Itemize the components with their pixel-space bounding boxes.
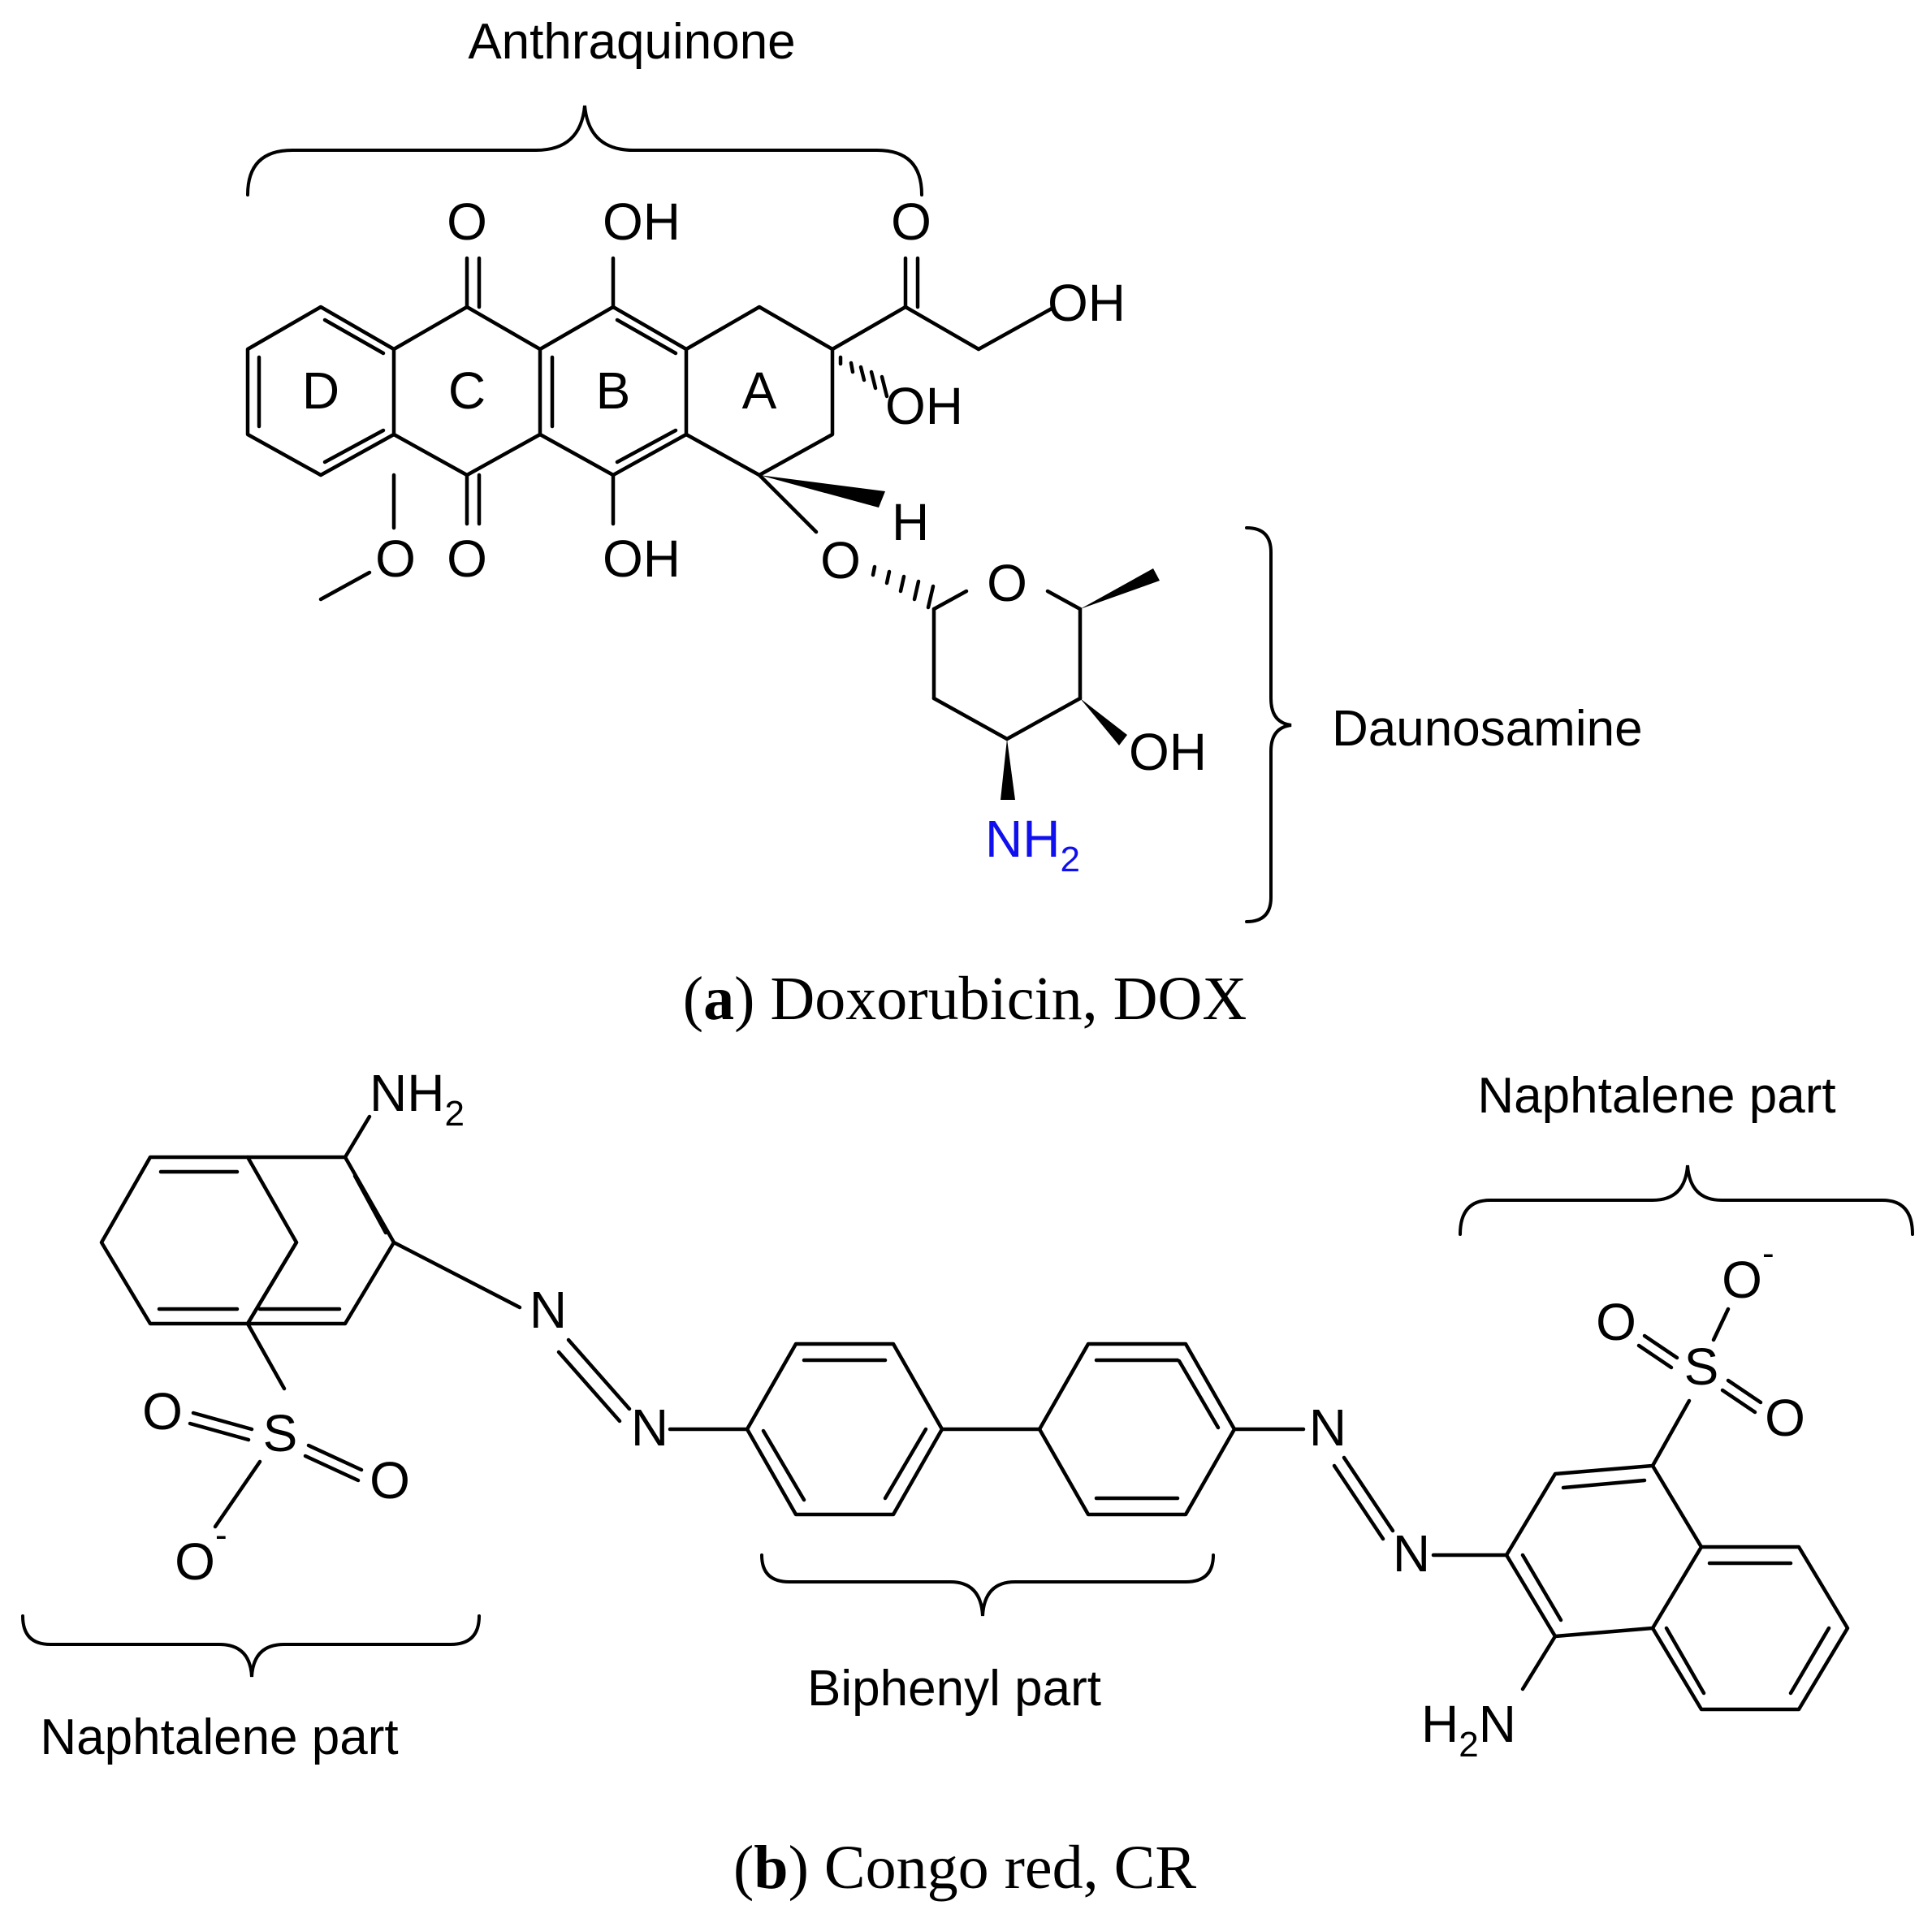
naphthalene-label-left: Naphtalene part — [40, 1709, 398, 1765]
atom-o-sugar-ring: O — [987, 554, 1027, 612]
caption-b: (b) Congo red, CR — [733, 1834, 1196, 1902]
wedge-oh — [1080, 698, 1127, 745]
anthraquinone-brace — [246, 105, 923, 197]
atom-o-left-minus: O — [175, 1532, 215, 1591]
atom-o-glycoside: O — [820, 531, 861, 590]
atom-o-left-2: O — [370, 1451, 410, 1510]
congo-red-structure: NH2 S O O O - N N — [21, 1064, 1914, 1902]
atom-o-quinone-bottom: O — [447, 529, 487, 588]
left-naphthalene — [99, 1155, 396, 1326]
atom-o-quinone-top: O — [447, 192, 487, 251]
naphthalene-label-right: Naphtalene part — [1477, 1068, 1835, 1124]
atom-o-ketone: O — [891, 192, 931, 251]
atom-n3: N — [1309, 1398, 1346, 1457]
naphthalene-brace-right — [1459, 1164, 1914, 1236]
biphenyl-brace — [760, 1553, 1215, 1617]
atom-h2n-right: H2N — [1421, 1695, 1516, 1765]
atom-oh-sugar: OH — [1129, 723, 1207, 781]
naphthalene-brace-left — [21, 1614, 481, 1678]
atom-oh-bottom: OH — [603, 529, 681, 588]
hashed-glycosidic-bond — [871, 564, 936, 610]
atom-h-stereo: H — [892, 493, 929, 551]
atom-o-right-1: O — [1596, 1293, 1636, 1351]
daunosamine-brace — [1245, 526, 1292, 923]
ketone-side-chain — [830, 256, 1054, 352]
atom-n2: N — [631, 1398, 668, 1457]
ring-label-d: D — [302, 361, 339, 420]
atom-nh2: NH2 — [985, 810, 1080, 879]
minus-right: - — [1762, 1234, 1774, 1273]
ring-c — [391, 256, 542, 526]
hashed-bond-oh — [838, 355, 889, 399]
atom-oh-ring: OH — [885, 377, 963, 435]
atom-n4: N — [1393, 1524, 1430, 1583]
ring-label-c: C — [448, 361, 486, 420]
caption-a: (a) Doxorubicin, DOX — [683, 965, 1247, 1033]
atom-s-right: S — [1684, 1337, 1719, 1396]
biphenyl-ring-2 — [1037, 1342, 1237, 1517]
atom-nh2-left: NH2 — [370, 1064, 465, 1134]
wedge-nh2 — [1001, 739, 1015, 800]
sugar-ring — [931, 589, 1083, 741]
anthraquinone-label: Anthraquinone — [468, 14, 795, 70]
daunosamine-label: Daunosamine — [1332, 701, 1643, 757]
atom-o-right-minus: O — [1722, 1251, 1762, 1309]
atom-oh-top: OH — [603, 192, 681, 251]
biphenyl-label: Biphenyl part — [807, 1661, 1101, 1717]
ring-label-b: B — [596, 361, 631, 420]
atom-o-methoxy: O — [375, 529, 416, 588]
ring-label-a: A — [742, 361, 777, 420]
doxorubicin-structure: Anthraquinone O O — [245, 14, 1643, 1033]
atom-oh-chain: OH — [1048, 274, 1126, 332]
right-naphthalene — [1504, 1463, 1850, 1712]
biphenyl-ring-1 — [745, 1342, 944, 1517]
atom-s-left: S — [263, 1404, 298, 1463]
atom-o-right-2: O — [1765, 1389, 1805, 1447]
wedge-methyl — [1080, 568, 1160, 609]
left-naphthalene-detail — [245, 1114, 522, 1391]
atom-n1: N — [529, 1281, 567, 1339]
wedge-h — [759, 475, 885, 508]
ring-a — [684, 305, 835, 477]
atom-o-left-1: O — [142, 1382, 183, 1441]
